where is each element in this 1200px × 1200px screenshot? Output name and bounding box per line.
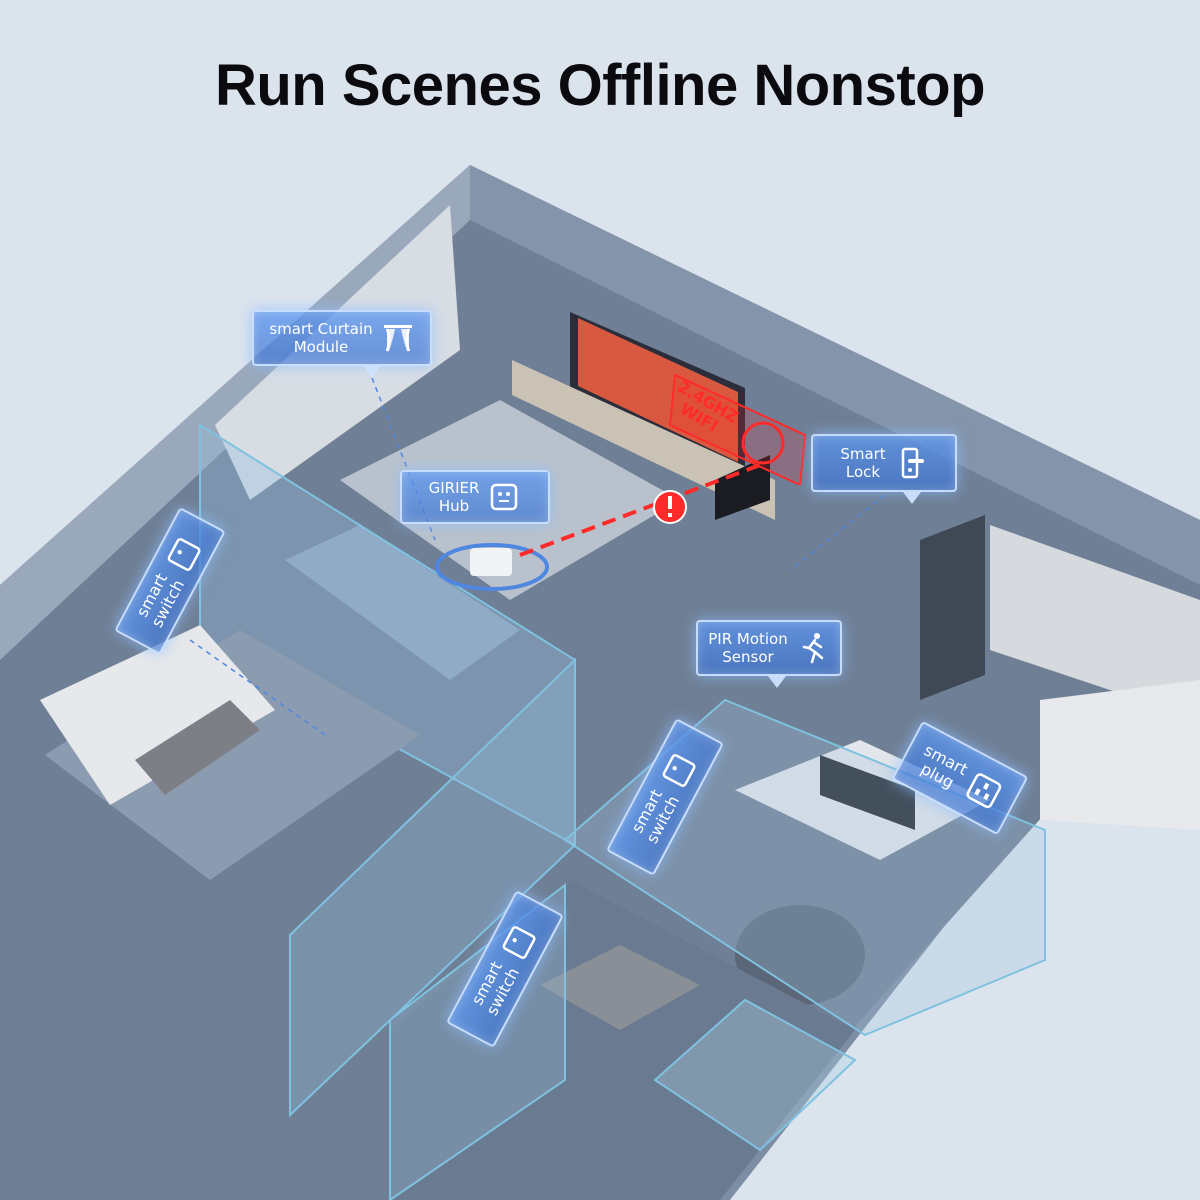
switch-icon <box>167 538 201 572</box>
lock-label-line1: Smart <box>840 445 886 463</box>
office-chair-rug <box>735 905 865 1005</box>
lock-label-line2: Lock <box>845 463 881 481</box>
curtain-icon <box>383 325 412 352</box>
wifi-badge <box>668 373 807 485</box>
curtain-module-callout[interactable]: smart Curtain Module <box>252 310 432 366</box>
smart-lock-label: Smart Lock <box>840 445 885 481</box>
link-lock <box>789 494 886 571</box>
bath-switch-callout[interactable]: smart switch <box>445 890 565 1048</box>
fridge <box>920 515 985 700</box>
bedroom-rug <box>45 630 420 880</box>
tv-screen <box>578 318 738 462</box>
smart-plug-label: smart plug <box>912 740 971 795</box>
pir-label-line2: Sensor <box>722 648 774 666</box>
lock-callout-tail <box>903 492 921 504</box>
bed <box>40 625 275 805</box>
hub-label-line1: GIRIER <box>428 479 480 497</box>
link-bedroom <box>189 639 326 736</box>
socket-icon <box>966 773 1002 809</box>
tv-stand <box>512 360 775 520</box>
page-title: Run Scenes Offline Nonstop <box>214 53 986 118</box>
hub-label: GIRIER Hub <box>429 479 480 515</box>
hub-icon <box>491 483 518 511</box>
alert-dot <box>668 513 672 517</box>
back-wall-right <box>470 165 1200 585</box>
bed-blanket <box>135 700 260 795</box>
smart-plug-callout[interactable]: smart plug <box>891 720 1029 836</box>
router <box>715 455 770 520</box>
switch-icon <box>502 926 536 960</box>
smart-lock-callout[interactable]: Smart Lock <box>811 434 957 492</box>
bathroom-vanity <box>540 945 700 1030</box>
office-switch-callout[interactable]: smart switch <box>605 718 725 876</box>
shower-glass <box>653 998 857 1152</box>
hub-device <box>470 548 512 576</box>
alert-bar <box>668 496 672 509</box>
kitchen-cabinets <box>990 525 1200 720</box>
curtain-module-label: smart Curtain Module <box>269 320 372 356</box>
pir-callout-tail <box>768 676 786 688</box>
curtain-label-line2: Module <box>293 338 349 356</box>
hub-callout[interactable]: GIRIER Hub <box>400 470 550 524</box>
glass-partition-front <box>289 657 576 1118</box>
hub-label-line2: Hub <box>438 497 470 515</box>
curtain-callout-tail <box>363 366 381 378</box>
pir-sensor-callout[interactable]: PIR Motion Sensor <box>696 620 842 676</box>
lock-icon <box>901 447 924 479</box>
sofa <box>285 525 520 680</box>
curtain-label-line1: smart Curtain <box>269 320 373 338</box>
person-running-icon <box>802 633 823 664</box>
monitor <box>820 755 915 830</box>
switch-icon <box>662 754 696 788</box>
bedroom-switch-callout[interactable]: smart switch <box>114 506 226 656</box>
kitchen-counter <box>1040 680 1200 830</box>
hub-glow-ring <box>435 543 549 591</box>
pir-sensor-label: PIR Motion Sensor <box>708 630 788 666</box>
pir-label-line1: PIR Motion <box>708 630 788 648</box>
